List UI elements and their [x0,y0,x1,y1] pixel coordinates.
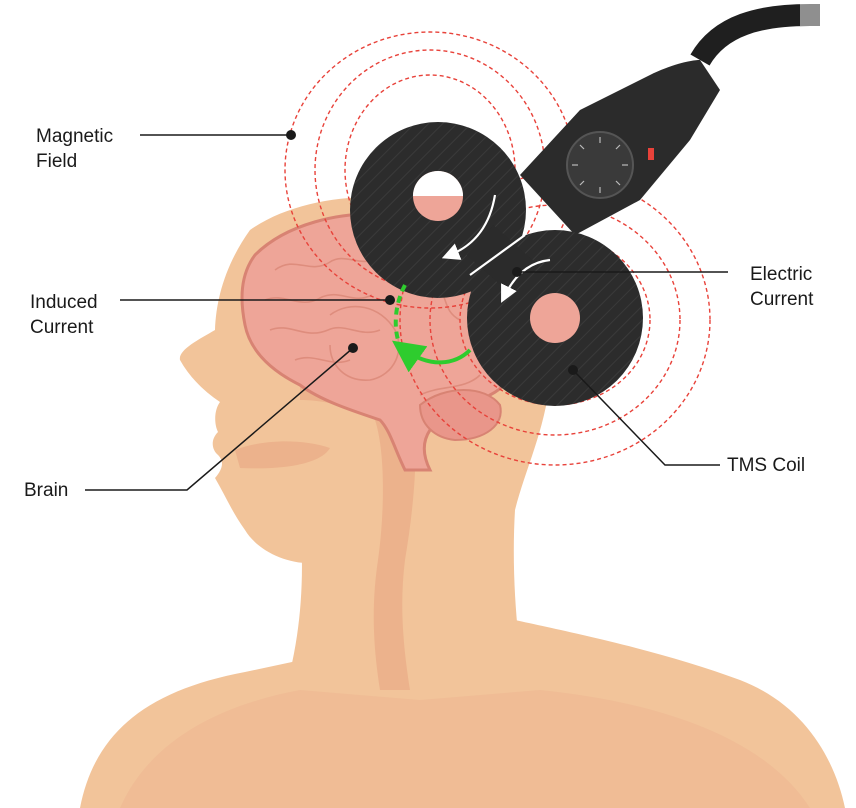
label-tms-coil-line1: TMS Coil [727,453,805,478]
label-magnetic-field-line2: Field [36,149,113,174]
label-magnetic-field: Magnetic Field [36,124,113,174]
label-electric-current-line2: Current [750,287,813,312]
label-tms-coil: TMS Coil [727,453,805,478]
indicator-light [648,148,654,160]
label-induced-current-line1: Induced [30,290,98,315]
label-magnetic-field-line1: Magnetic [36,124,113,149]
label-electric-current: Electric Current [750,262,813,312]
label-brain-line1: Brain [24,478,68,503]
label-electric-current-line1: Electric [750,262,813,287]
cable-fade [800,4,830,26]
label-induced-current: Induced Current [30,290,98,340]
label-brain: Brain [24,478,68,503]
label-induced-current-line2: Current [30,315,98,340]
